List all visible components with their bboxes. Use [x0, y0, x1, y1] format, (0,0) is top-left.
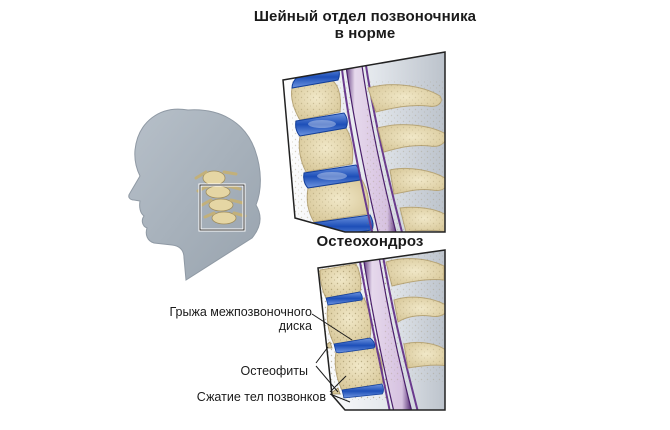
spinous-processes-normal	[366, 80, 445, 232]
spinous-processes-degenerated	[384, 252, 445, 382]
label-osteophytes: Остеофиты	[240, 364, 308, 378]
pointer-compression-2	[329, 393, 351, 403]
pointer-lines	[311, 313, 353, 403]
vertebrae-normal	[291, 79, 370, 230]
osteophyte-spur	[328, 387, 341, 395]
panel-normal	[282, 51, 446, 233]
neck-vertebrae-icon	[194, 170, 247, 225]
title-normal: Шейный отдел позвоночника в норме	[253, 8, 477, 42]
label-disc-hernia: Грыжа межпозвоночного диска	[169, 305, 312, 333]
discs-degenerated	[325, 291, 384, 399]
pointer-osteophyte-1	[315, 346, 329, 364]
head-silhouette	[128, 108, 261, 281]
pointer-hernia	[311, 313, 353, 341]
panel-normal-frame	[282, 51, 446, 233]
pointer-compression-1	[329, 375, 347, 393]
herniated-disc	[333, 337, 376, 354]
label-vertebral-compression: Сжатие тел позвонков	[196, 390, 326, 404]
panel-osteochondrosis-frame	[317, 249, 446, 411]
title-osteochondrosis: Остеохондроз	[316, 233, 424, 250]
